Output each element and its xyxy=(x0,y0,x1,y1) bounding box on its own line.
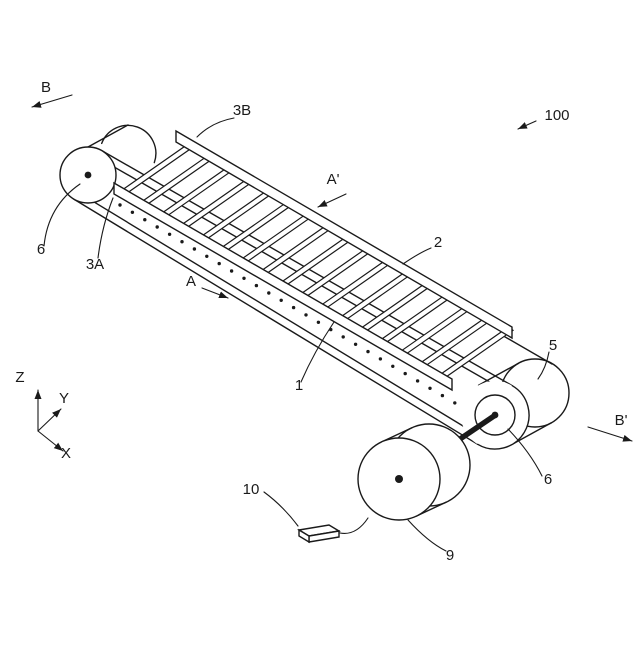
label-6-left: 6 xyxy=(37,241,45,258)
belt-hole xyxy=(180,240,184,244)
belt-hole xyxy=(353,342,358,346)
belt-hole xyxy=(167,232,172,236)
section-arrow-a-prime xyxy=(317,193,347,208)
belt-hole xyxy=(341,335,345,339)
leader-lines xyxy=(43,117,550,552)
belt-hole xyxy=(217,261,221,266)
belt-hole xyxy=(378,357,383,361)
frame-rung xyxy=(222,199,296,251)
coordinate-axes: Z Y X xyxy=(15,369,71,462)
belt-hole xyxy=(143,218,147,222)
frame-rung xyxy=(301,245,375,297)
belt-hole xyxy=(229,269,234,273)
axis-y-label: Y xyxy=(59,390,69,407)
label-3a: 3A xyxy=(86,256,104,273)
leader-5 xyxy=(537,351,550,380)
belt-bottom-inner-edge xyxy=(77,191,483,439)
belt-hole xyxy=(118,203,122,207)
label-9: 9 xyxy=(446,547,454,564)
label-a-prime: A' xyxy=(327,171,340,188)
conveyor-body xyxy=(59,124,570,450)
left-roller-top-tangent xyxy=(87,124,129,148)
leader-2 xyxy=(402,247,432,265)
leader-6-right xyxy=(507,428,543,477)
motor-shaft-dot xyxy=(395,475,403,483)
belt-hole xyxy=(242,276,246,280)
leader-10 xyxy=(263,491,299,527)
axis-x-arrow xyxy=(37,430,64,452)
belt-hole xyxy=(316,320,321,324)
leader-6-left xyxy=(43,183,81,247)
frame-rung xyxy=(281,234,356,285)
controller-box-side xyxy=(298,528,310,544)
view-arrow-b xyxy=(31,94,73,108)
belt-hole xyxy=(391,364,395,368)
belt-hole xyxy=(155,225,159,229)
drive-unit xyxy=(357,413,497,521)
frame-rung xyxy=(162,165,236,216)
belt-holes xyxy=(118,203,457,405)
frame-rung xyxy=(261,222,336,274)
label-3b: 3B xyxy=(233,102,251,119)
belt-bottom-edge xyxy=(73,198,479,445)
axis-z-label: Z xyxy=(15,369,24,386)
label-100: 100 xyxy=(544,107,569,124)
belt-hole xyxy=(205,254,209,258)
label-1: 1 xyxy=(295,377,303,394)
view-arrow-b-prime xyxy=(587,426,633,442)
belt-hole xyxy=(291,305,296,310)
belt-hole xyxy=(453,401,457,405)
left-roller-cap xyxy=(101,124,157,164)
belt-hole xyxy=(267,291,271,295)
controller-box xyxy=(297,517,369,544)
belt-hole xyxy=(304,313,308,317)
belt-hole xyxy=(254,283,259,288)
leader-3a xyxy=(97,197,114,259)
right-roller-bottom-tangent xyxy=(510,422,553,446)
frame-rung xyxy=(242,211,316,262)
belt-hole xyxy=(415,379,420,383)
frame-rails xyxy=(113,129,513,392)
label-6-right: 6 xyxy=(544,471,552,488)
belt-far-edge xyxy=(499,333,553,365)
label-b-prime: B' xyxy=(615,412,628,429)
right-belt-wrap-arc xyxy=(477,385,530,450)
axis-y-arrow xyxy=(37,408,62,432)
belt-hole xyxy=(279,298,283,302)
frame-rung xyxy=(182,176,256,228)
label-5: 5 xyxy=(549,337,557,354)
belt-hole xyxy=(130,210,135,214)
belt-hole xyxy=(403,371,407,376)
leader-9 xyxy=(407,519,447,552)
controller-wire xyxy=(339,517,369,534)
belt-hole xyxy=(428,386,432,390)
leader-3b xyxy=(196,117,235,138)
label-10: 10 xyxy=(243,481,260,498)
leader-1 xyxy=(300,321,335,383)
belt-hole xyxy=(366,349,370,354)
left-shaft-dot xyxy=(84,171,92,179)
axis-x-label: X xyxy=(61,445,71,462)
reference-labels: B 3B A' 100 2 6 3A A 5 B' 6 1 10 9 xyxy=(37,79,628,564)
label-b: B xyxy=(41,79,51,96)
belt-hole xyxy=(192,247,197,251)
frame-rungs xyxy=(122,142,515,377)
frame-front-rail xyxy=(113,181,453,392)
frame-back-rail xyxy=(175,129,513,340)
right-roller-top-tangent xyxy=(477,362,520,386)
label-2: 2 xyxy=(434,234,442,251)
section-arrow-a xyxy=(201,287,229,299)
frame-rung xyxy=(202,188,276,239)
ref-arrow-100 xyxy=(517,120,537,130)
view-arrows xyxy=(31,94,633,442)
belt-hole xyxy=(440,393,445,398)
label-a: A xyxy=(186,273,196,290)
